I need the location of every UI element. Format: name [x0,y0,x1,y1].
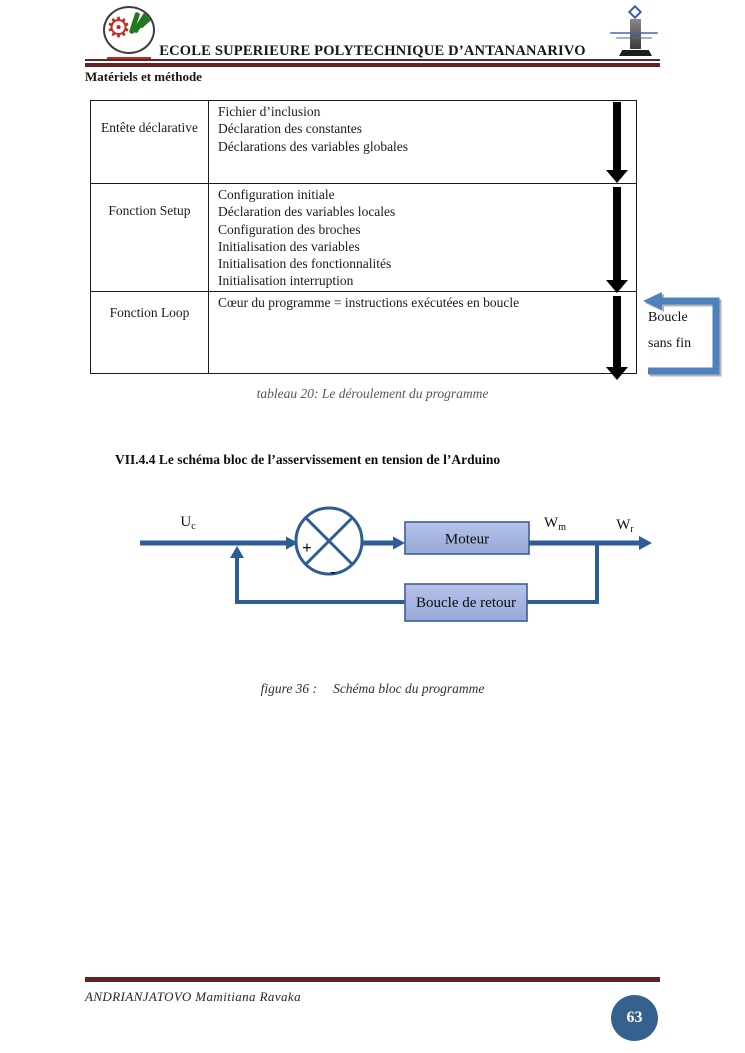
emblem-tagline [107,57,151,60]
content-line: Cœur du programme = instructions exécuté… [218,295,520,310]
row-content: Cœur du programme = instructions exécuté… [209,292,636,373]
row-label: Fonction Setup [91,184,209,291]
output-signal-label-wm: Wm [544,515,566,533]
content-line: Initialisation interruption [218,273,354,289]
table-row: Entête déclarative Fichier d’inclusion D… [91,101,636,184]
row-label: Entête déclarative [91,101,209,183]
output-signal-label-wr: Wr [616,517,634,535]
junction-cross [304,516,354,566]
gear-icon: ⚙ [106,13,132,44]
moteur-label: Moteur [445,532,489,548]
flow-arrow-down-icon [606,187,628,293]
script-flourish [610,32,658,34]
kite-icon [627,4,643,20]
content-line: Déclarations des variables globales [218,138,409,154]
author-name: ANDRIANJATOVO Mamitiana Ravaka [85,989,301,1004]
tower-base-icon [619,50,652,56]
arrowhead-icon [639,536,652,550]
table-row: Fonction Loop Cœur du programme = instru… [91,292,636,373]
input-signal-label: Uc [180,514,196,532]
figure-caption: figure 36 : Schéma bloc du programme [0,681,745,697]
content-line: Configuration initiale [218,187,335,202]
school-emblem-logo: ⚙ [95,6,163,64]
figure-caption-text: Schéma bloc du programme [333,681,485,696]
figure-caption-label: figure 36 : [260,681,318,696]
running-header: Matériels et méthode [85,69,202,84]
arrowhead-icon [286,536,298,550]
emblem-circle: ⚙ [103,6,155,54]
arrowhead-icon [393,536,405,550]
table-caption: tableau 20: Le déroulement du programme [256,386,489,401]
endless-loop-arrow-icon [643,292,720,375]
engineering-tower-logo [606,4,662,64]
minus-sign: - [330,562,336,581]
loop-label: Boucle sans fin [648,305,691,357]
flow-arrow-down-icon [606,296,628,380]
content-line: Configuration des broches [218,221,361,237]
row-label: Fonction Loop [91,292,209,373]
row-content: Configuration initiale Déclaration des v… [209,184,636,291]
content-line: Déclaration des variables locales [218,204,396,220]
tower-icon [630,19,641,49]
header-rule-thin [85,59,660,61]
page-title: ECOLE SUPERIEURE POLYTECHNIQUE D’ANTANAN… [159,43,586,59]
boucle-retour-block [404,583,528,622]
content-line: Initialisation des variables [218,238,360,254]
program-flow-table: Entête déclarative Fichier d’inclusion D… [90,100,637,374]
flow-arrow-down-icon [606,102,628,183]
loop-label-line: Boucle [648,310,688,325]
script-flourish [616,37,652,39]
arrowhead-up-icon [230,546,244,558]
content-line: Déclaration des constantes [218,121,362,137]
loop-label-line: sans fin [648,336,692,351]
content-line: Fichier d’inclusion [218,104,321,119]
moteur-block [404,521,530,555]
footer-rule [85,977,660,982]
content-line: Initialisation des fonctionnalités [218,256,392,272]
boucle-retour-label: Boucle de retour [416,595,516,611]
page-number-badge: 63 [611,995,658,1041]
plus-sign: + [302,538,312,557]
section-heading: VII.4.4 Le schéma bloc de l’asservisseme… [115,452,501,467]
row-content: Fichier d’inclusion Déclaration des cons… [209,101,636,183]
table-row: Fonction Setup Configuration initiale Dé… [91,184,636,292]
header-rule-thick [85,63,660,67]
block-diagram: + - Moteur Boucle de retour Uc Wm Wr [140,506,652,622]
